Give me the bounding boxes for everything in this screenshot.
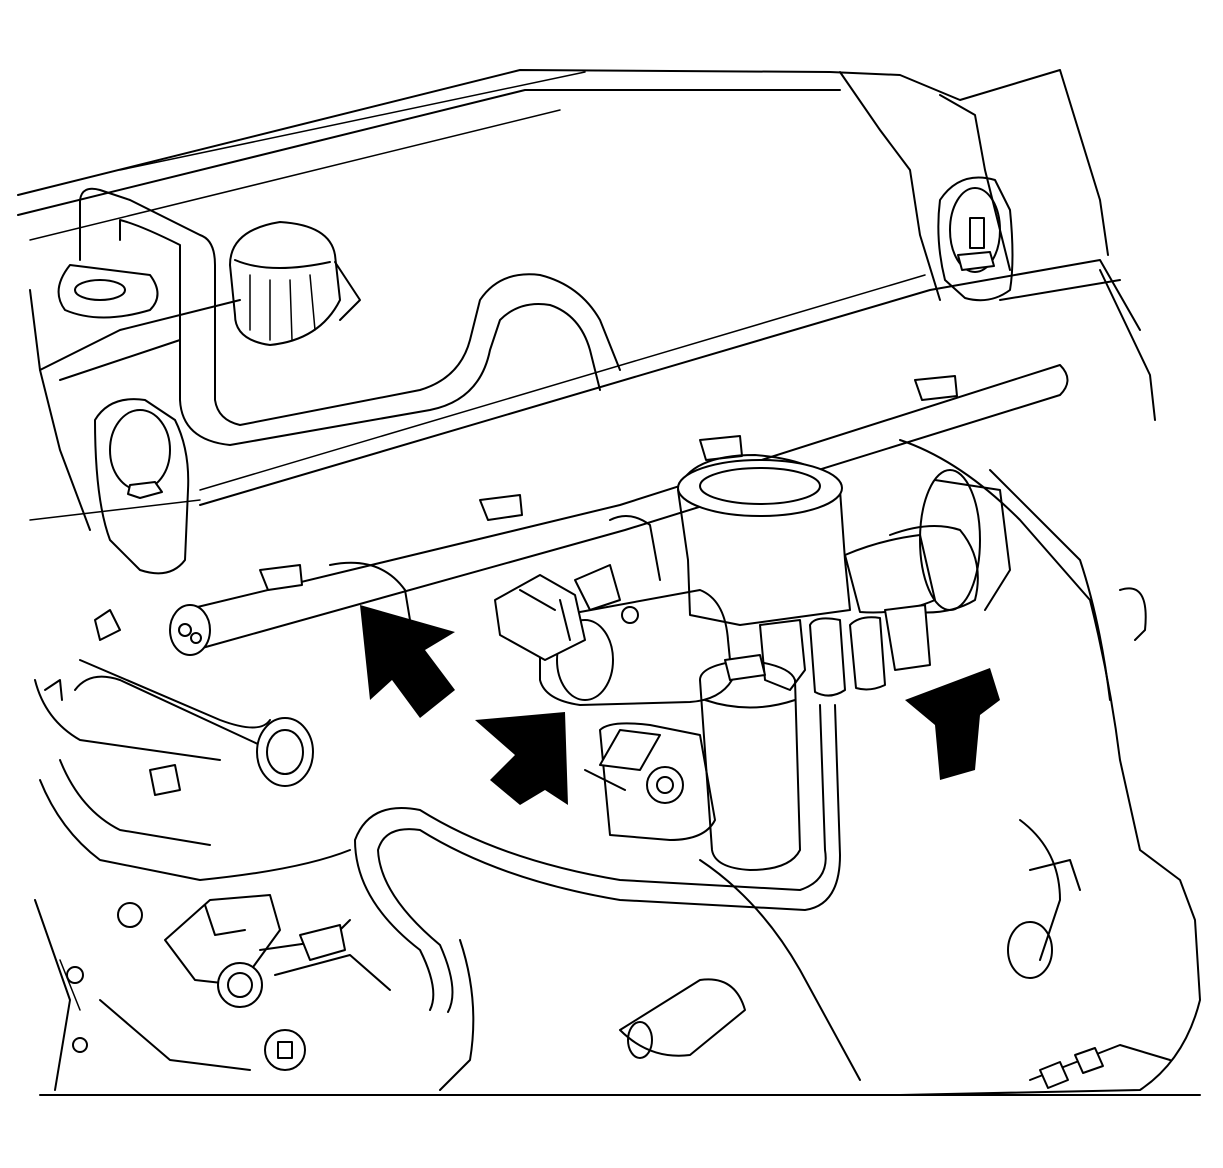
- connector-right: [759, 604, 931, 697]
- intake-manifold: [699, 439, 1201, 1096]
- connector-left: [494, 564, 621, 661]
- coolant-hose: [34, 659, 351, 881]
- coil-bracket-left: [94, 398, 190, 575]
- bolts: [44, 609, 1171, 1089]
- throttle-body: [677, 454, 1011, 626]
- fuel-rail: [169, 364, 1069, 656]
- breather-hose: [57, 187, 621, 446]
- oil-filler-cap: [229, 221, 361, 346]
- vacuum-hose: [354, 704, 841, 1013]
- arrow-center: [475, 712, 568, 805]
- mounting-bracket: [584, 722, 716, 841]
- valve-cover: [17, 69, 1156, 531]
- solenoid-canister: [699, 654, 801, 871]
- arrow-right: [905, 668, 1000, 780]
- arrow-left: [360, 605, 455, 718]
- engine-block: [34, 899, 1201, 1096]
- coil-bracket-right: [937, 176, 1014, 302]
- sensor-lower-left: [164, 894, 391, 1008]
